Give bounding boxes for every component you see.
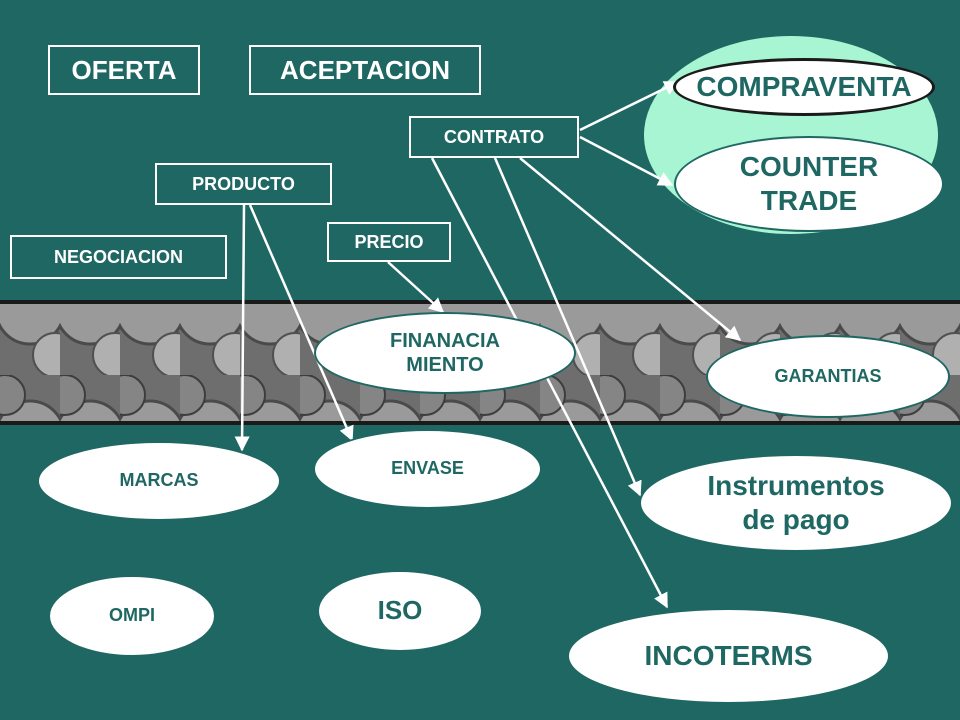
arrow-producto-envase (248, 204, 354, 442)
garantias-ellipse: GARANTIAS (706, 335, 950, 418)
ompi-ellipse: OMPI (48, 575, 216, 657)
negociacion-box: NEGOCIACION (10, 235, 227, 279)
financiamiento-ellipse: FINANACIA MIENTO (314, 312, 576, 394)
arrow-producto-marcas (234, 204, 250, 452)
arrow-contrato-instrumentos (493, 157, 642, 497)
precio-box: PRECIO (327, 222, 451, 262)
band-top-edge (0, 300, 960, 304)
compraventa-ellipse: COMPRAVENTA (673, 58, 935, 116)
marcas-ellipse: MARCAS (37, 441, 281, 521)
producto-box: PRODUCTO (155, 163, 332, 205)
envase-ellipse: ENVASE (313, 429, 542, 509)
oferta-box: OFERTA (48, 45, 200, 95)
arrow-contrato-incoterms (430, 157, 669, 609)
instrumentos-ellipse: Instrumentos de pago (639, 454, 953, 552)
arrow-precio-financiamiento (387, 261, 445, 314)
contrato-box: CONTRATO (409, 116, 579, 158)
band-bottom-edge (0, 421, 960, 425)
arrow-contrato-garantias (519, 157, 742, 341)
iso-ellipse: ISO (317, 570, 483, 652)
counter-trade-ellipse: COUNTER TRADE (674, 136, 944, 232)
aceptacion-box: ACEPTACION (249, 45, 481, 95)
incoterms-ellipse: INCOTERMS (567, 608, 890, 704)
arrow-contrato-compraventa (579, 80, 680, 132)
arrow-contrato-countertrade (579, 135, 674, 187)
